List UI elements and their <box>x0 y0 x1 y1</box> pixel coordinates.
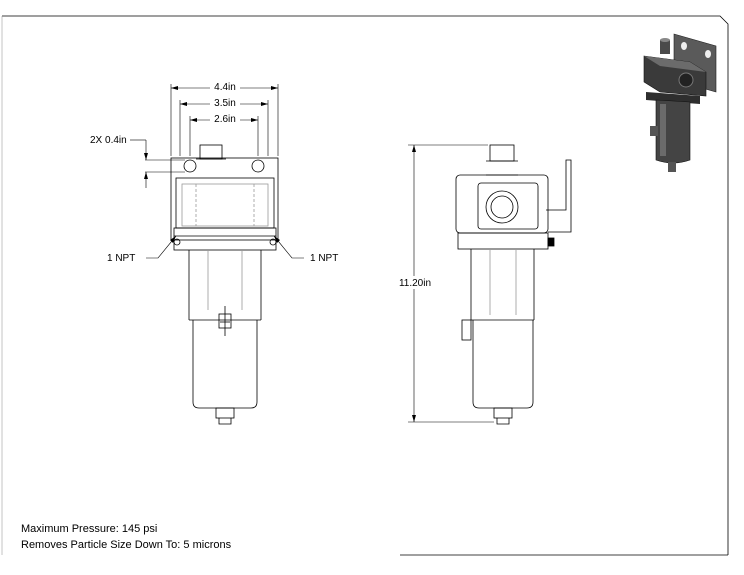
dim-port-right: 1 NPT <box>310 253 338 264</box>
dim-inner-width: 2.6in <box>214 114 236 125</box>
front-arrowheads <box>144 86 280 243</box>
dim-overall-width: 4.4in <box>214 82 236 93</box>
isometric-view <box>643 33 717 172</box>
dim-hole-size: 2X 0.4in <box>90 135 127 146</box>
dim-mid-width: 3.5in <box>214 98 236 109</box>
dim-overall-height: 11.20in <box>399 278 431 289</box>
spec-particle-size: Removes Particle Size Down To: 5 microns <box>21 539 232 551</box>
spec-max-pressure: Maximum Pressure: 145 psi <box>21 523 158 535</box>
front-view <box>170 144 279 425</box>
dim-port-left: 1 NPT <box>107 253 135 264</box>
sheet-border <box>1 15 729 556</box>
side-view <box>455 144 572 425</box>
